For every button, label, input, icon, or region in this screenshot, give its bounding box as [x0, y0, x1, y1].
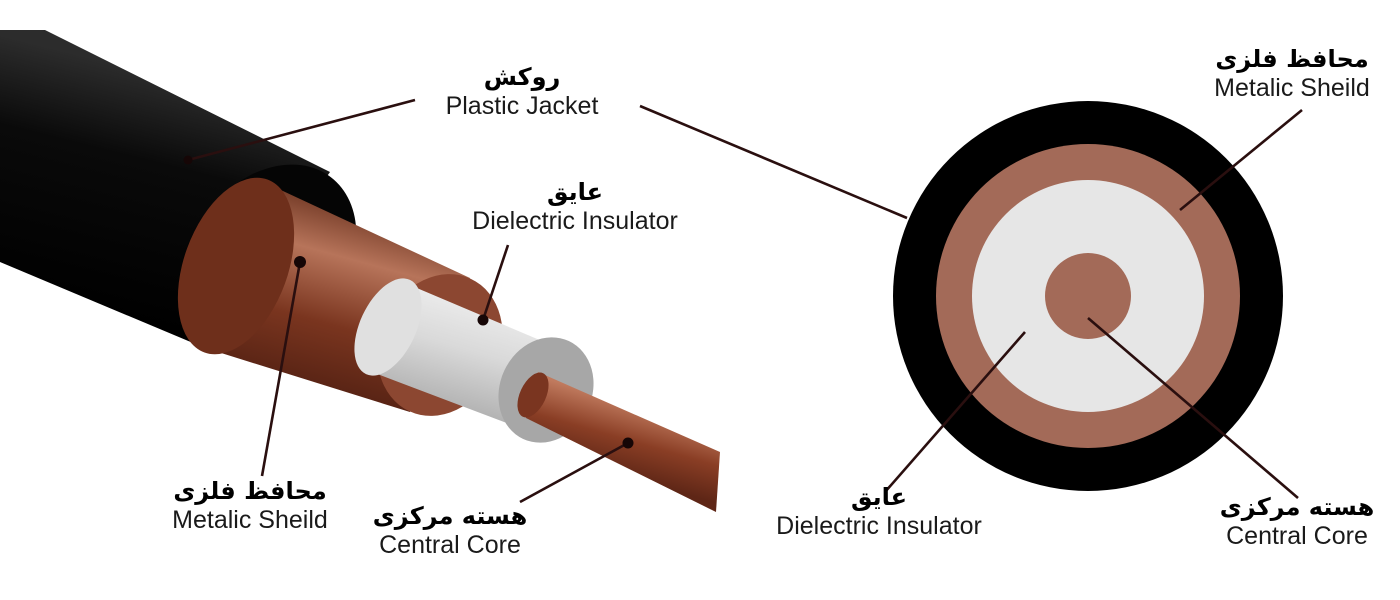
label-core-left: هسته مرکزی Central Core	[340, 502, 560, 559]
cable-cross-section	[893, 101, 1283, 491]
label-core-right: هسته مرکزی Central Core	[1196, 493, 1398, 550]
leader-dielectric	[481, 244, 510, 321]
leader-core-cross	[1087, 317, 1299, 499]
left-leader-dots	[183, 155, 634, 449]
leader-shield-cross	[1179, 108, 1303, 212]
leader-core	[519, 441, 629, 504]
leader-dielectric-cross	[884, 331, 1026, 493]
label-core-left-fa: هسته مرکزی	[372, 502, 528, 530]
label-shield-right-en: Metalic Sheild	[1214, 73, 1370, 102]
label-shield-left: محافظ فلزی Metalic Sheild	[140, 477, 360, 534]
label-core-left-en: Central Core	[379, 530, 521, 559]
leader-shield	[260, 261, 302, 477]
leader-jacket	[187, 98, 416, 162]
label-dielectric-left: عایق Dielectric Insulator	[440, 178, 710, 235]
cross-core	[1045, 253, 1131, 339]
label-shield-right: محافظ فلزی Metalic Sheild	[1192, 45, 1392, 102]
label-shield-left-fa: محافظ فلزی	[173, 477, 327, 505]
label-dielectric-left-fa: عایق	[546, 178, 604, 206]
dot-core	[622, 437, 634, 449]
left-leaders	[187, 98, 629, 504]
dot-jacket	[183, 155, 193, 165]
label-plastic-jacket: روکش Plastic Jacket	[412, 63, 632, 120]
shield-back-face	[177, 177, 295, 355]
dielectric-back-face	[354, 278, 422, 376]
label-plastic-jacket-fa: روکش	[483, 63, 561, 91]
leader-jacket-cross	[639, 104, 908, 220]
label-core-right-fa: هسته مرکزی	[1219, 493, 1375, 521]
dot-dielectric	[477, 314, 489, 326]
label-shield-left-en: Metalic Sheild	[172, 505, 328, 534]
cable-cutaway	[0, 30, 720, 512]
label-core-right-en: Central Core	[1226, 521, 1368, 550]
label-shield-right-fa: محافظ فلزی	[1215, 45, 1369, 73]
label-dielectric-left-en: Dielectric Insulator	[472, 206, 678, 235]
label-dielectric-right-en: Dielectric Insulator	[776, 511, 982, 540]
right-leaders	[639, 104, 1303, 499]
dot-shield	[294, 256, 306, 268]
label-plastic-jacket-en: Plastic Jacket	[445, 91, 599, 120]
label-dielectric-right-fa: عایق	[850, 483, 908, 511]
label-dielectric-right: عایق Dielectric Insulator	[745, 483, 1013, 540]
core-end-face	[517, 372, 549, 418]
